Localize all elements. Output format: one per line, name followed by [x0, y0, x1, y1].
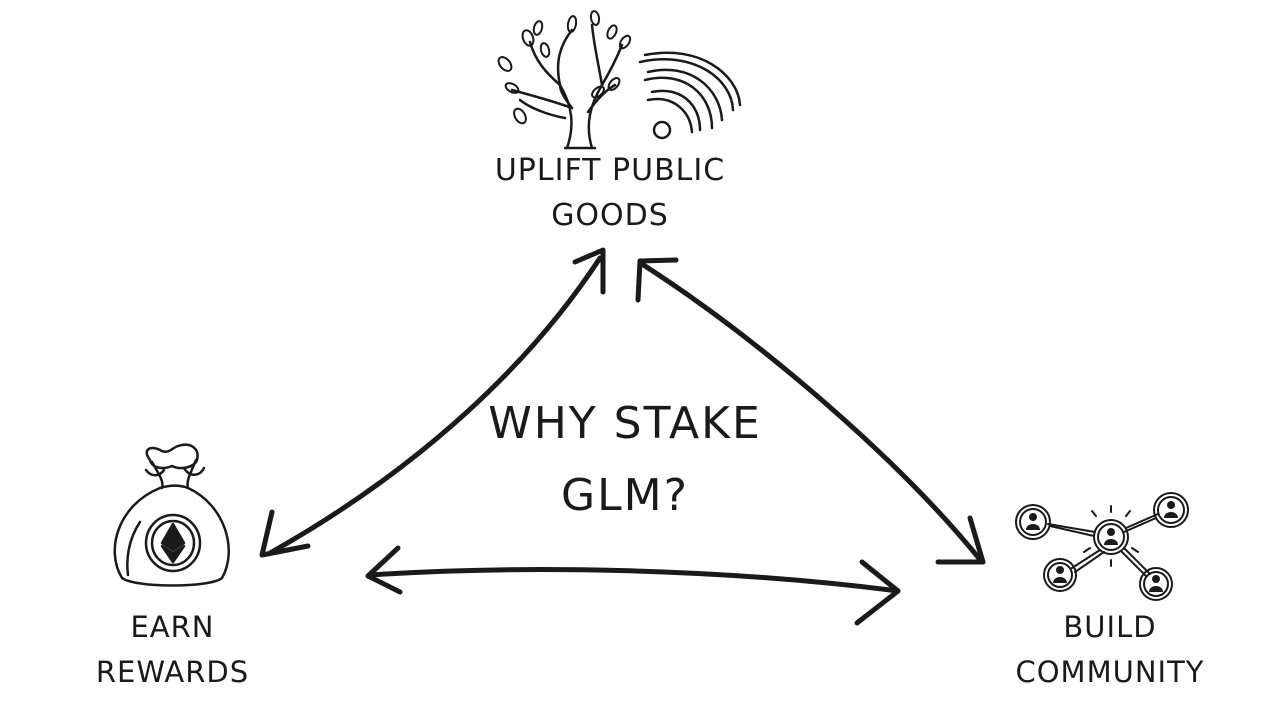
node-label-build-community: BUILD COMMUNITY [995, 605, 1225, 695]
node-label-line: EARN [130, 610, 215, 644]
diagram-title: WHY STAKE GLM? [470, 388, 780, 532]
network-people-icon [1015, 492, 1189, 601]
node-label-uplift-public-goods: UPLIFT PUBLIC GOODS [470, 148, 750, 238]
title-line: WHY STAKE [488, 398, 762, 449]
node-label-line: REWARDS [95, 655, 250, 689]
money-bag-icon [113, 443, 230, 587]
node-label-line: COMMUNITY [1015, 655, 1205, 689]
wifi-icon [638, 51, 742, 140]
node-label-earn-rewards: EARN REWARDS [70, 605, 275, 695]
tree-icon [497, 10, 632, 150]
arrow-public-goods-community [635, 257, 986, 565]
arrow-rewards-community [365, 545, 901, 626]
node-label-line: BUILD [1063, 610, 1157, 644]
node-label-line: UPLIFT PUBLIC [494, 153, 726, 188]
title-line: GLM? [561, 470, 689, 521]
ethereum-coin-icon [144, 513, 202, 573]
arrow-rewards-public-goods [259, 247, 606, 558]
node-label-line: GOODS [551, 198, 669, 233]
